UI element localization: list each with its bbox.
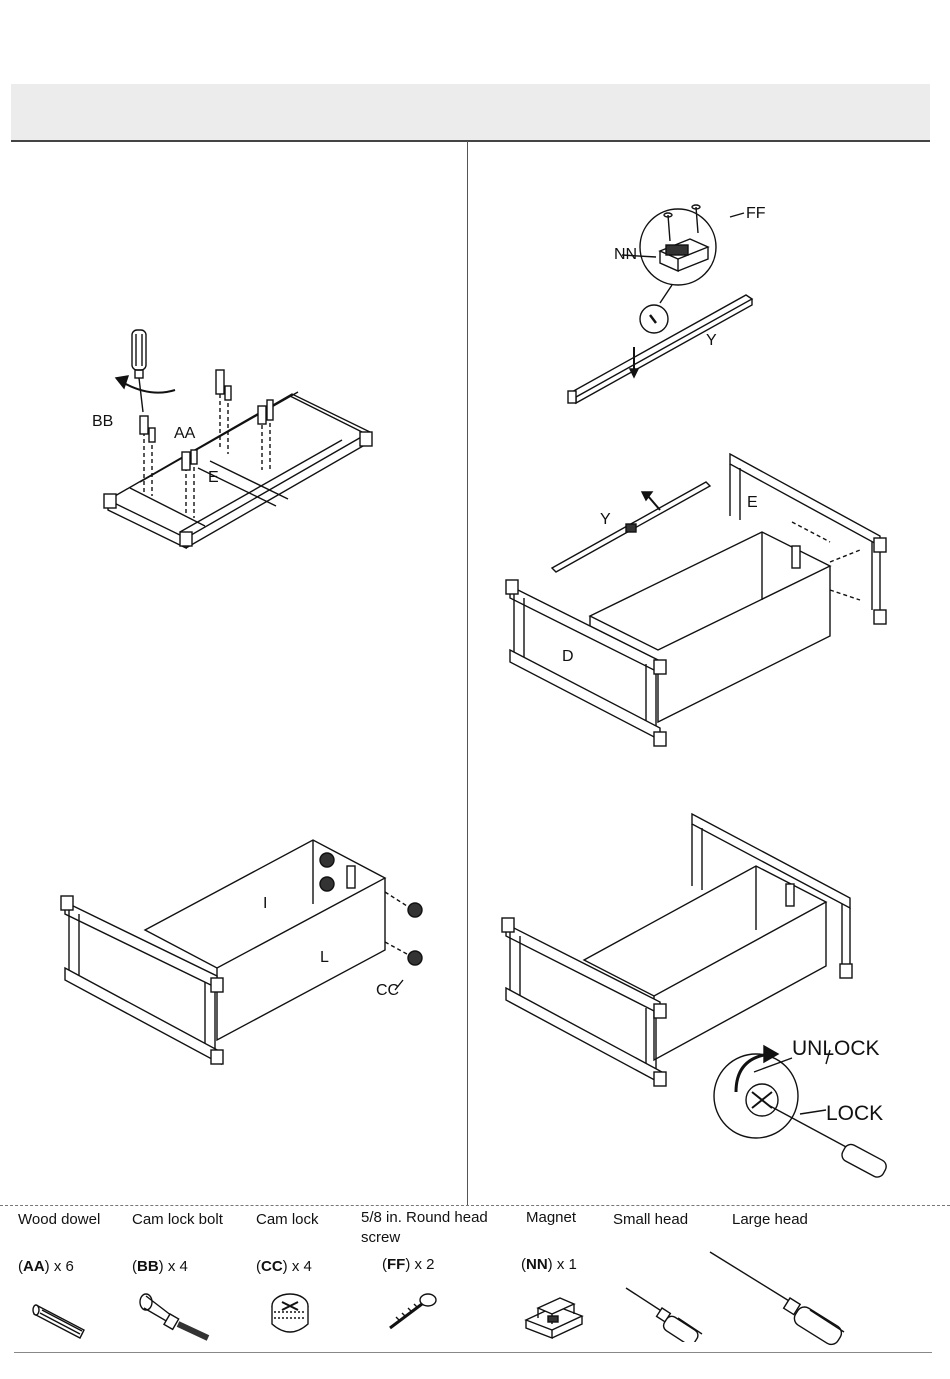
hardware-name-cc: Cam lock [256,1210,319,1230]
round-head-screw-icon [384,1290,440,1334]
label-nn: NN [614,247,637,263]
step-5-illustration: UNLOCK LOCK [500,810,920,1195]
label-e: E [747,495,758,511]
wood-dowel-icon [32,1298,96,1342]
label-cc: CC [376,983,399,999]
footer-divider [14,1352,932,1353]
cam-lock-bolt-icon [136,1290,216,1342]
magnet-icon [520,1290,590,1340]
rail-y [552,482,710,572]
hardware-name-large-head: Large head [732,1210,808,1230]
label-y: Y [706,333,717,349]
label-e: E [208,470,219,486]
step-1-illustration: BB AA E [80,320,390,560]
hardware-cut-line [0,1205,950,1206]
step-header-band [11,84,930,140]
step-4-illustration: I L CC [55,830,435,1080]
label-bb: BB [92,414,113,430]
label-d: D [562,649,574,665]
hardware-name-bb: Cam lock bolt [132,1210,223,1230]
label-y: Y [600,512,611,528]
small-screwdriver-icon [622,1284,714,1342]
hardware-qty-ff: (FF) x 2 [382,1256,435,1273]
label-i: I [263,896,267,912]
hardware-qty-aa: (AA) x 6 [18,1258,74,1275]
step-3-illustration: Y E D [500,450,900,760]
hardware-qty-bb: (BB) x 4 [132,1258,188,1275]
hardware-qty-cc: (CC) x 4 [256,1258,312,1275]
large-screwdriver-icon [706,1246,856,1346]
hardware-name-ff: 5/8 in. Round head screw [361,1208,511,1248]
cam-lock-icon [746,1084,778,1116]
label-aa: AA [174,426,195,442]
column-divider [467,141,468,1205]
label-ff: FF [746,206,766,222]
hardware-name-small-head: Small head [613,1210,688,1230]
hardware-name-nn: Magnet [526,1208,576,1228]
header-divider [11,140,930,142]
label-lock: LOCK [826,1103,883,1124]
step-2-illustration: FF NN Y [560,195,790,410]
hardware-qty-nn: (NN) x 1 [521,1256,577,1273]
hardware-name-aa: Wood dowel [18,1210,100,1230]
screwdriver-icon [132,330,146,412]
label-unlock: UNLOCK [792,1038,880,1059]
cam-lock-icon [266,1290,316,1342]
label-l: L [320,950,329,966]
rotate-arrow-icon [122,382,175,393]
